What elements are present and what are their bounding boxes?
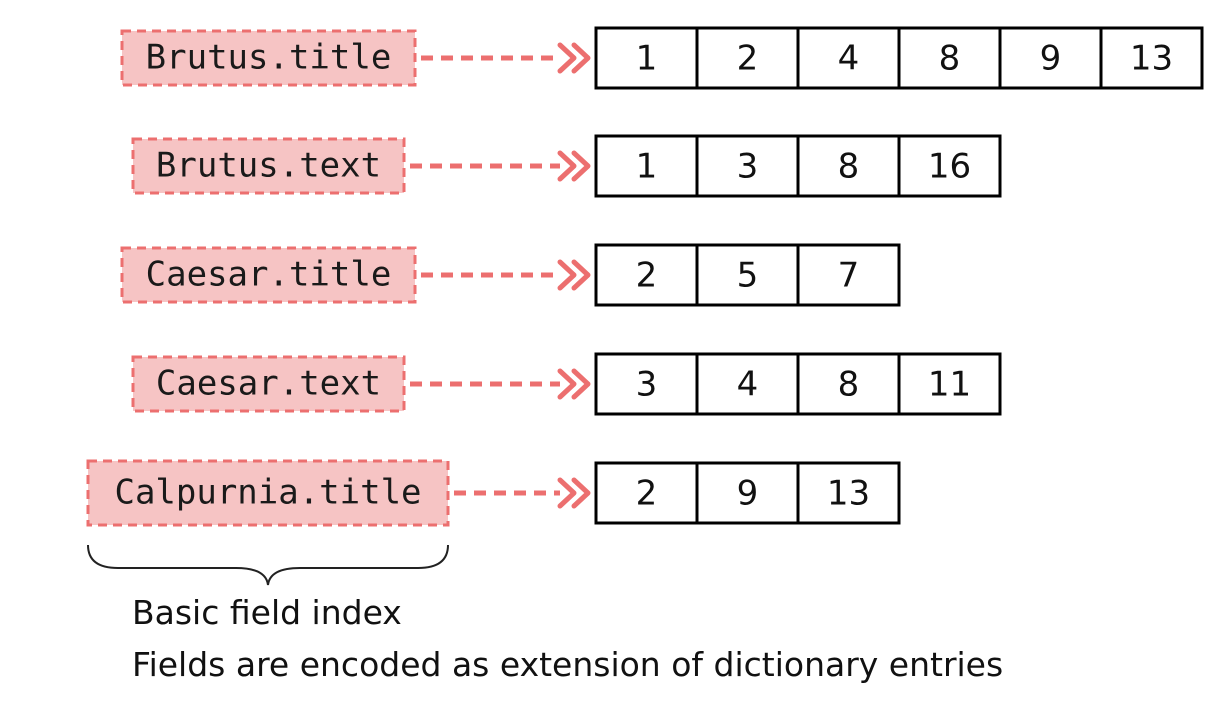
- index-row: Brutus.title 1 2 4 8 9 13: [120, 26, 1204, 90]
- postings-list: 2 5 7: [594, 243, 901, 307]
- posting-cell: [695, 461, 800, 525]
- double-arrow-icon: [557, 259, 591, 291]
- double-arrow-icon: [557, 42, 591, 74]
- postings-list: 3 4 8 11: [594, 352, 1002, 416]
- term-box: [120, 246, 417, 304]
- posting-value: 1: [636, 147, 658, 187]
- posting-cell: [695, 26, 800, 90]
- caption-title: Basic field index: [132, 593, 402, 632]
- posting-value: 1: [636, 39, 658, 79]
- index-row: Caesar.text 3 4 8 11: [131, 352, 1002, 416]
- posting-value: 13: [1130, 39, 1173, 79]
- term-label: Calpurnia.title: [114, 473, 421, 513]
- posting-value: 8: [838, 147, 860, 187]
- posting-cell: [796, 461, 901, 525]
- posting-cell: [594, 26, 699, 90]
- term-label: Brutus.title: [146, 38, 392, 78]
- posting-value: 4: [737, 365, 759, 405]
- posting-cell: [594, 243, 699, 307]
- posting-cell: [998, 26, 1103, 90]
- posting-value: 11: [928, 365, 971, 405]
- posting-value: 3: [636, 365, 658, 405]
- caption-description: Fields are encoded as extension of dicti…: [132, 645, 1003, 684]
- index-row: Caesar.title 2 5 7: [120, 243, 901, 307]
- index-row: Calpurnia.title 2 9 13: [86, 459, 901, 527]
- double-arrow-icon: [557, 150, 591, 182]
- term-label: Caesar.text: [156, 364, 381, 404]
- index-row: Brutus.text 1 3 8 16: [131, 134, 1002, 198]
- postings-list: 1 2 4 8 9 13: [594, 26, 1204, 90]
- posting-value: 9: [1040, 39, 1062, 79]
- posting-cell: [796, 352, 901, 416]
- double-arrow-icon: [557, 368, 591, 400]
- posting-value: 2: [636, 474, 658, 514]
- postings-list: 1 3 8 16: [594, 134, 1002, 198]
- posting-cell: [796, 243, 901, 307]
- posting-cell: [695, 134, 800, 198]
- postings-list: 2 9 13: [594, 461, 901, 525]
- posting-value: 2: [636, 256, 658, 296]
- posting-value: 5: [737, 256, 759, 296]
- curly-brace: [87, 544, 449, 586]
- posting-cell: [695, 352, 800, 416]
- posting-value: 9: [737, 474, 759, 514]
- posting-cell: [897, 352, 1002, 416]
- posting-value: 8: [838, 365, 860, 405]
- term-box: [131, 137, 406, 195]
- posting-value: 8: [939, 39, 961, 79]
- posting-cell: [897, 134, 1002, 198]
- double-arrow-icon: [557, 477, 591, 509]
- term-label: Caesar.title: [146, 255, 392, 295]
- posting-value: 16: [928, 147, 971, 187]
- term-label: Brutus.text: [156, 146, 381, 186]
- posting-value: 4: [838, 39, 860, 79]
- posting-value: 3: [737, 147, 759, 187]
- term-box: [131, 355, 406, 413]
- term-box: [86, 459, 450, 527]
- posting-value: 2: [737, 39, 759, 79]
- posting-value: 7: [838, 256, 860, 296]
- posting-value: 13: [827, 474, 870, 514]
- posting-cell: [1099, 26, 1204, 90]
- posting-cell: [594, 134, 699, 198]
- posting-cell: [897, 26, 1002, 90]
- term-box: [120, 29, 417, 87]
